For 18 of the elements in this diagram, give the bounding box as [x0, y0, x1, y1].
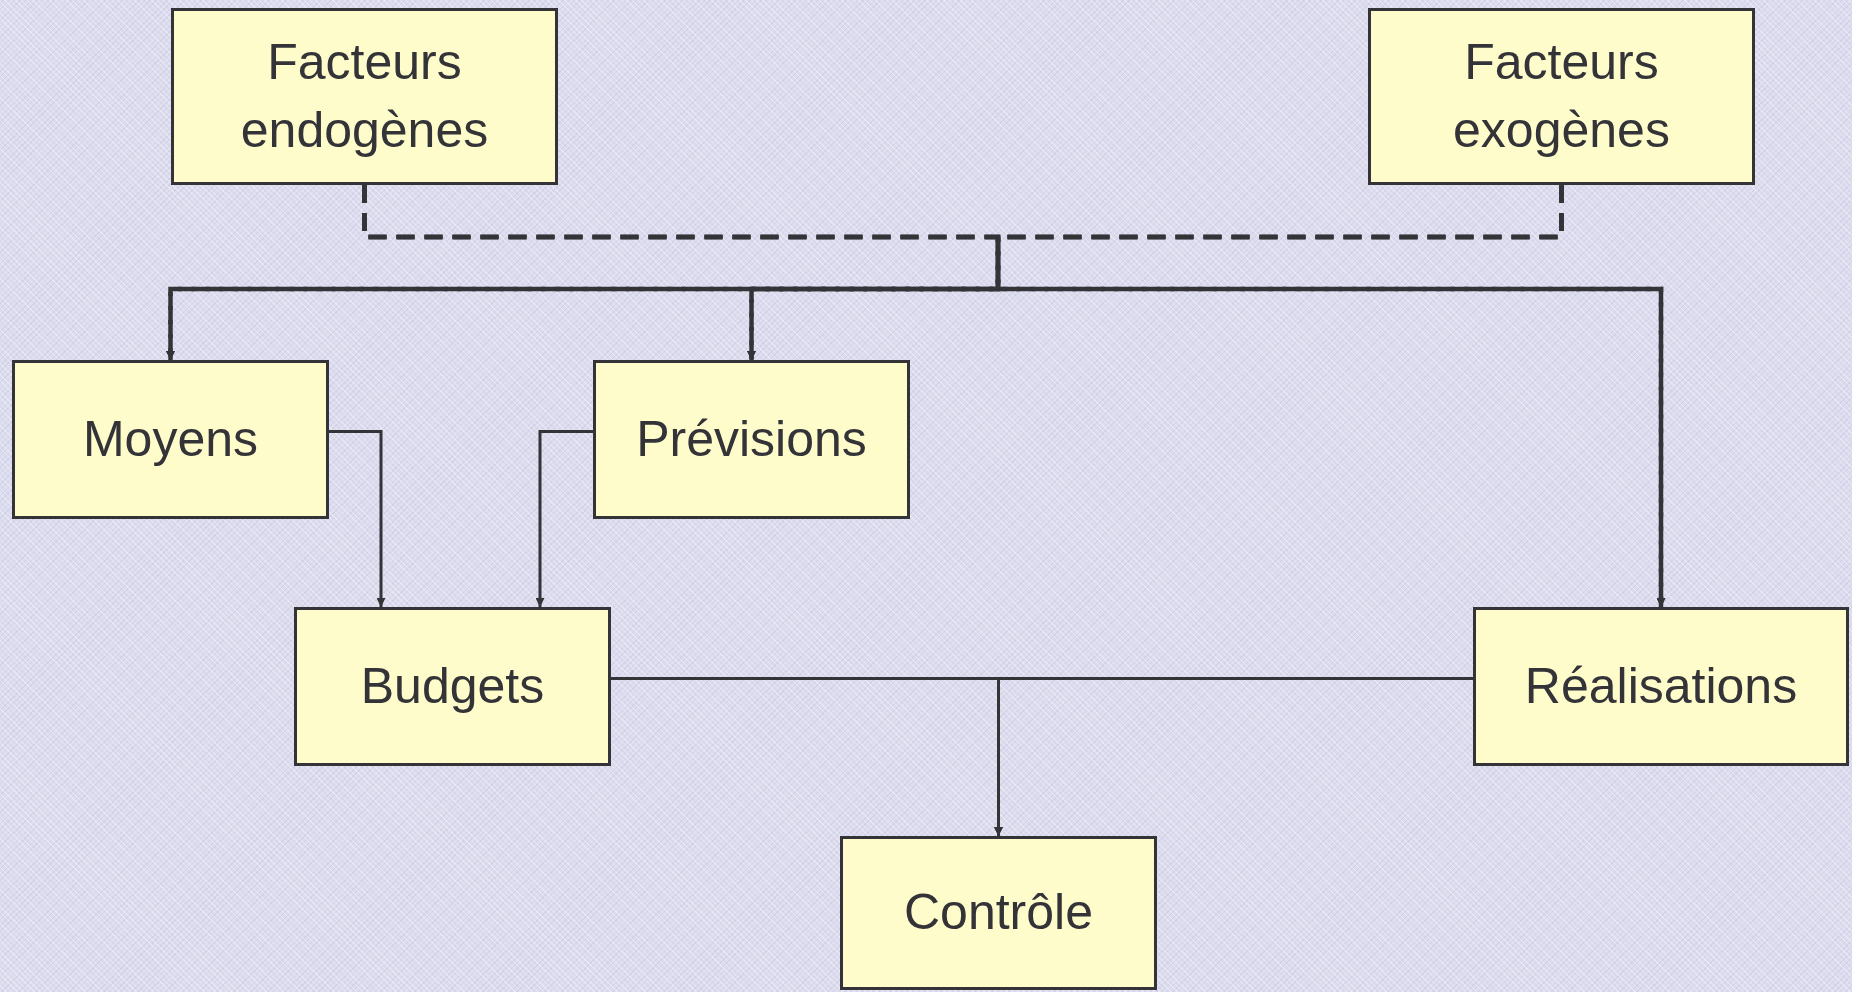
box-label: Facteurs endogènes: [239, 33, 490, 160]
box-label: Contrôle: [903, 883, 1094, 943]
box-label: Réalisations: [1523, 656, 1799, 716]
box-label: Facteurs exogènes: [1452, 33, 1671, 160]
process-box: [171, 8, 558, 185]
process-box: [1368, 8, 1755, 185]
process-box: [593, 360, 910, 519]
arrow: [535, 430, 593, 607]
process-box: [12, 360, 329, 519]
arrow: [329, 430, 386, 607]
box-label: Moyens: [81, 409, 260, 469]
arrow: [994, 677, 1473, 836]
arrow: [362, 185, 1666, 607]
process-box: [840, 836, 1157, 990]
box-label: Budgets: [359, 656, 546, 716]
box-label: Prévisions: [635, 409, 868, 469]
process-box: [1473, 607, 1849, 766]
process-box: [294, 607, 611, 766]
